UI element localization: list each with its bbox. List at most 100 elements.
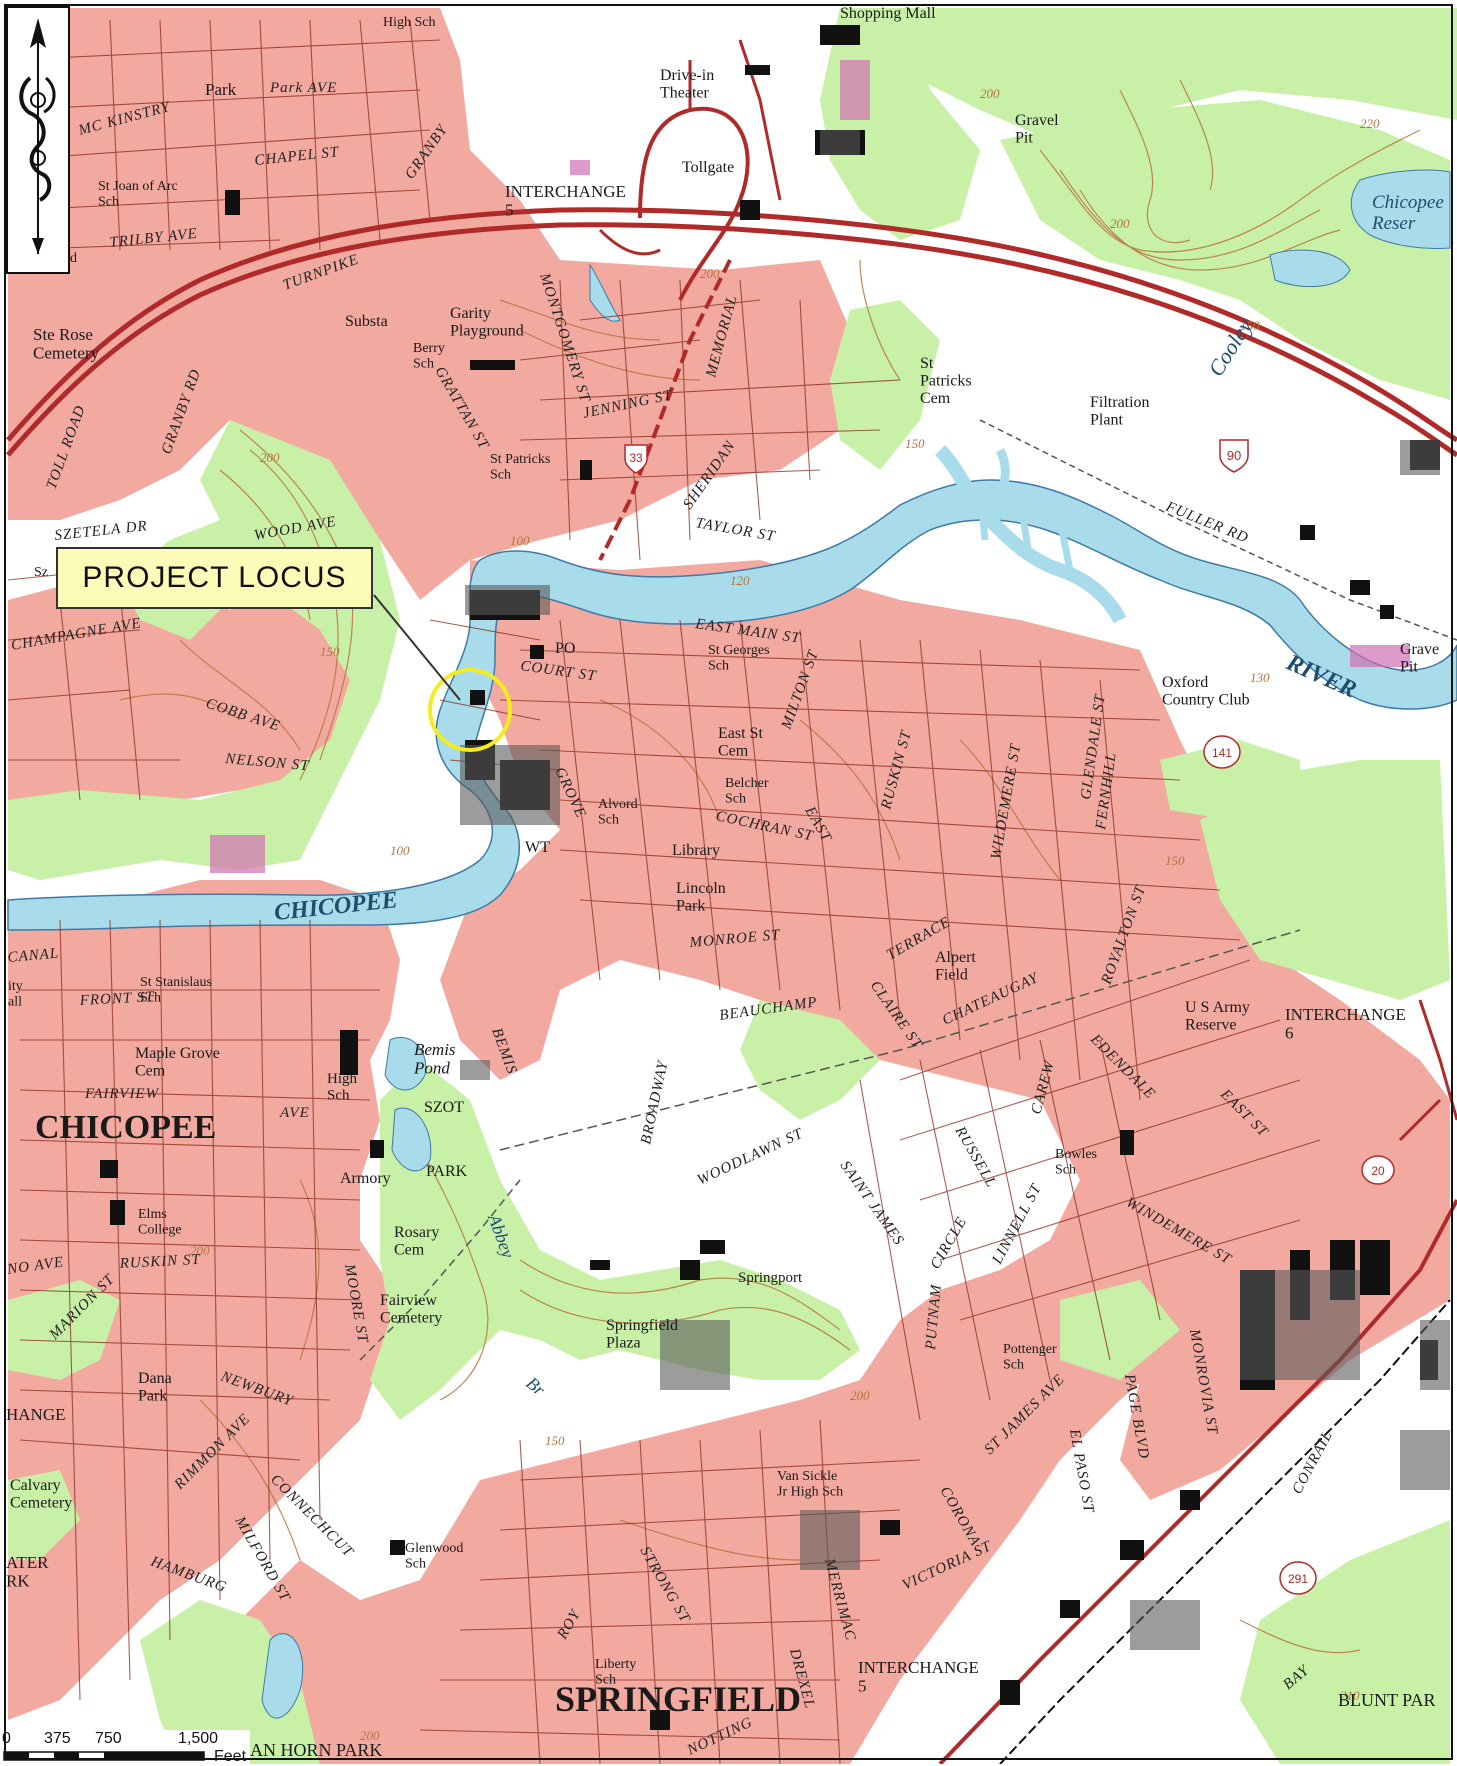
canal-label: CANAL: [7, 946, 60, 966]
contour-label: 200: [850, 1388, 870, 1403]
route-33-label: 33: [629, 451, 643, 465]
scale-tick-label: 0: [2, 1730, 11, 1747]
springfield-city-label: SPRINGFIELD: [555, 1679, 801, 1719]
springport-label: Springport: [738, 1270, 803, 1286]
van-horn-park-label: AN HORN PARK: [250, 1740, 382, 1760]
sz-label: Sz: [34, 565, 48, 580]
tollgate-label: Tollgate: [682, 159, 734, 176]
north-arrow-icon: [19, 18, 56, 254]
front-label: FRONT ST: [78, 989, 155, 1009]
chicopee-city-label: CHICOPEE: [35, 1109, 216, 1146]
project-locus-callout: PROJECT LOCUS: [56, 547, 373, 609]
hatched-blocks: [460, 130, 1450, 1650]
route-shield-90: 90: [1219, 439, 1249, 473]
wt-label: WT: [525, 839, 550, 856]
route-shield-291: 291: [1279, 1561, 1317, 1595]
north-arrow-box: [6, 6, 70, 274]
route-90-label: 90: [1227, 448, 1241, 463]
ruskin-w-label: RUSKIN ST: [118, 1252, 201, 1272]
contour-label: 150: [1165, 853, 1185, 868]
contour-label: 200: [260, 450, 280, 465]
contour-label: 200: [360, 1728, 380, 1743]
route-20-label: 20: [1371, 1164, 1385, 1178]
hange-label: HANGE: [6, 1405, 66, 1424]
contour-label: 200: [1110, 216, 1130, 231]
callout-leader-line: [373, 594, 461, 701]
project-locus-label: PROJECT LOCUS: [82, 561, 347, 594]
major-roads: [6, 39, 1457, 1764]
armory-label: Armory: [340, 1170, 391, 1187]
contour-label: 210: [1340, 1688, 1360, 1703]
scale-tick-label: 750: [95, 1730, 122, 1747]
park-label: Park: [205, 80, 237, 99]
woodland-areas: [8, 8, 1457, 1764]
route-291-label: 291: [1288, 1572, 1308, 1586]
park-ave-label: Park AVE: [269, 80, 337, 96]
route-shield-20: 20: [1361, 1155, 1395, 1185]
scale-bar: 0 375 750 1,500 Feet: [0, 1730, 250, 1765]
contour-labels: 200 200 200 220 150 150 100 120 130 150 …: [190, 86, 1380, 1743]
route-shield-141: 141: [1203, 735, 1241, 769]
contour-label: 100: [390, 843, 410, 858]
contour-label: 130: [1250, 670, 1270, 685]
contour-lines: [119, 79, 1421, 1654]
contour-label: 100: [510, 533, 530, 548]
contour-label: 200: [190, 1243, 210, 1258]
fairview-label: FAIRVIEW: [84, 1086, 160, 1102]
contour-label: 150: [545, 1433, 565, 1448]
contour-label: 120: [730, 573, 750, 588]
shopping-mall-label: Shopping Mall: [840, 5, 936, 22]
purple-areas: [210, 60, 1410, 873]
scale-unit-label: Feet: [214, 1748, 247, 1765]
route-141-label: 141: [1212, 746, 1232, 760]
po-label: PO: [555, 640, 575, 657]
place-labels: CHICOPEE SPRINGFIELD CHICOPEE RIVER Cool…: [6, 5, 1444, 1760]
nelson-label: NELSON ST: [224, 751, 311, 774]
szot-label: SZOT: [424, 1099, 464, 1116]
scale-bar-graphic: [3, 1751, 205, 1761]
contour-label: 200: [700, 266, 720, 281]
putnam-label: PUTNAM: [923, 1283, 945, 1352]
blunt-park-label: BLUNT PAR: [1338, 1690, 1436, 1710]
scale-tick-label: 1,500: [178, 1730, 219, 1747]
water-bodies: [261, 169, 1451, 1719]
d-label: d: [70, 251, 77, 266]
project-locus-circle: [428, 668, 512, 752]
